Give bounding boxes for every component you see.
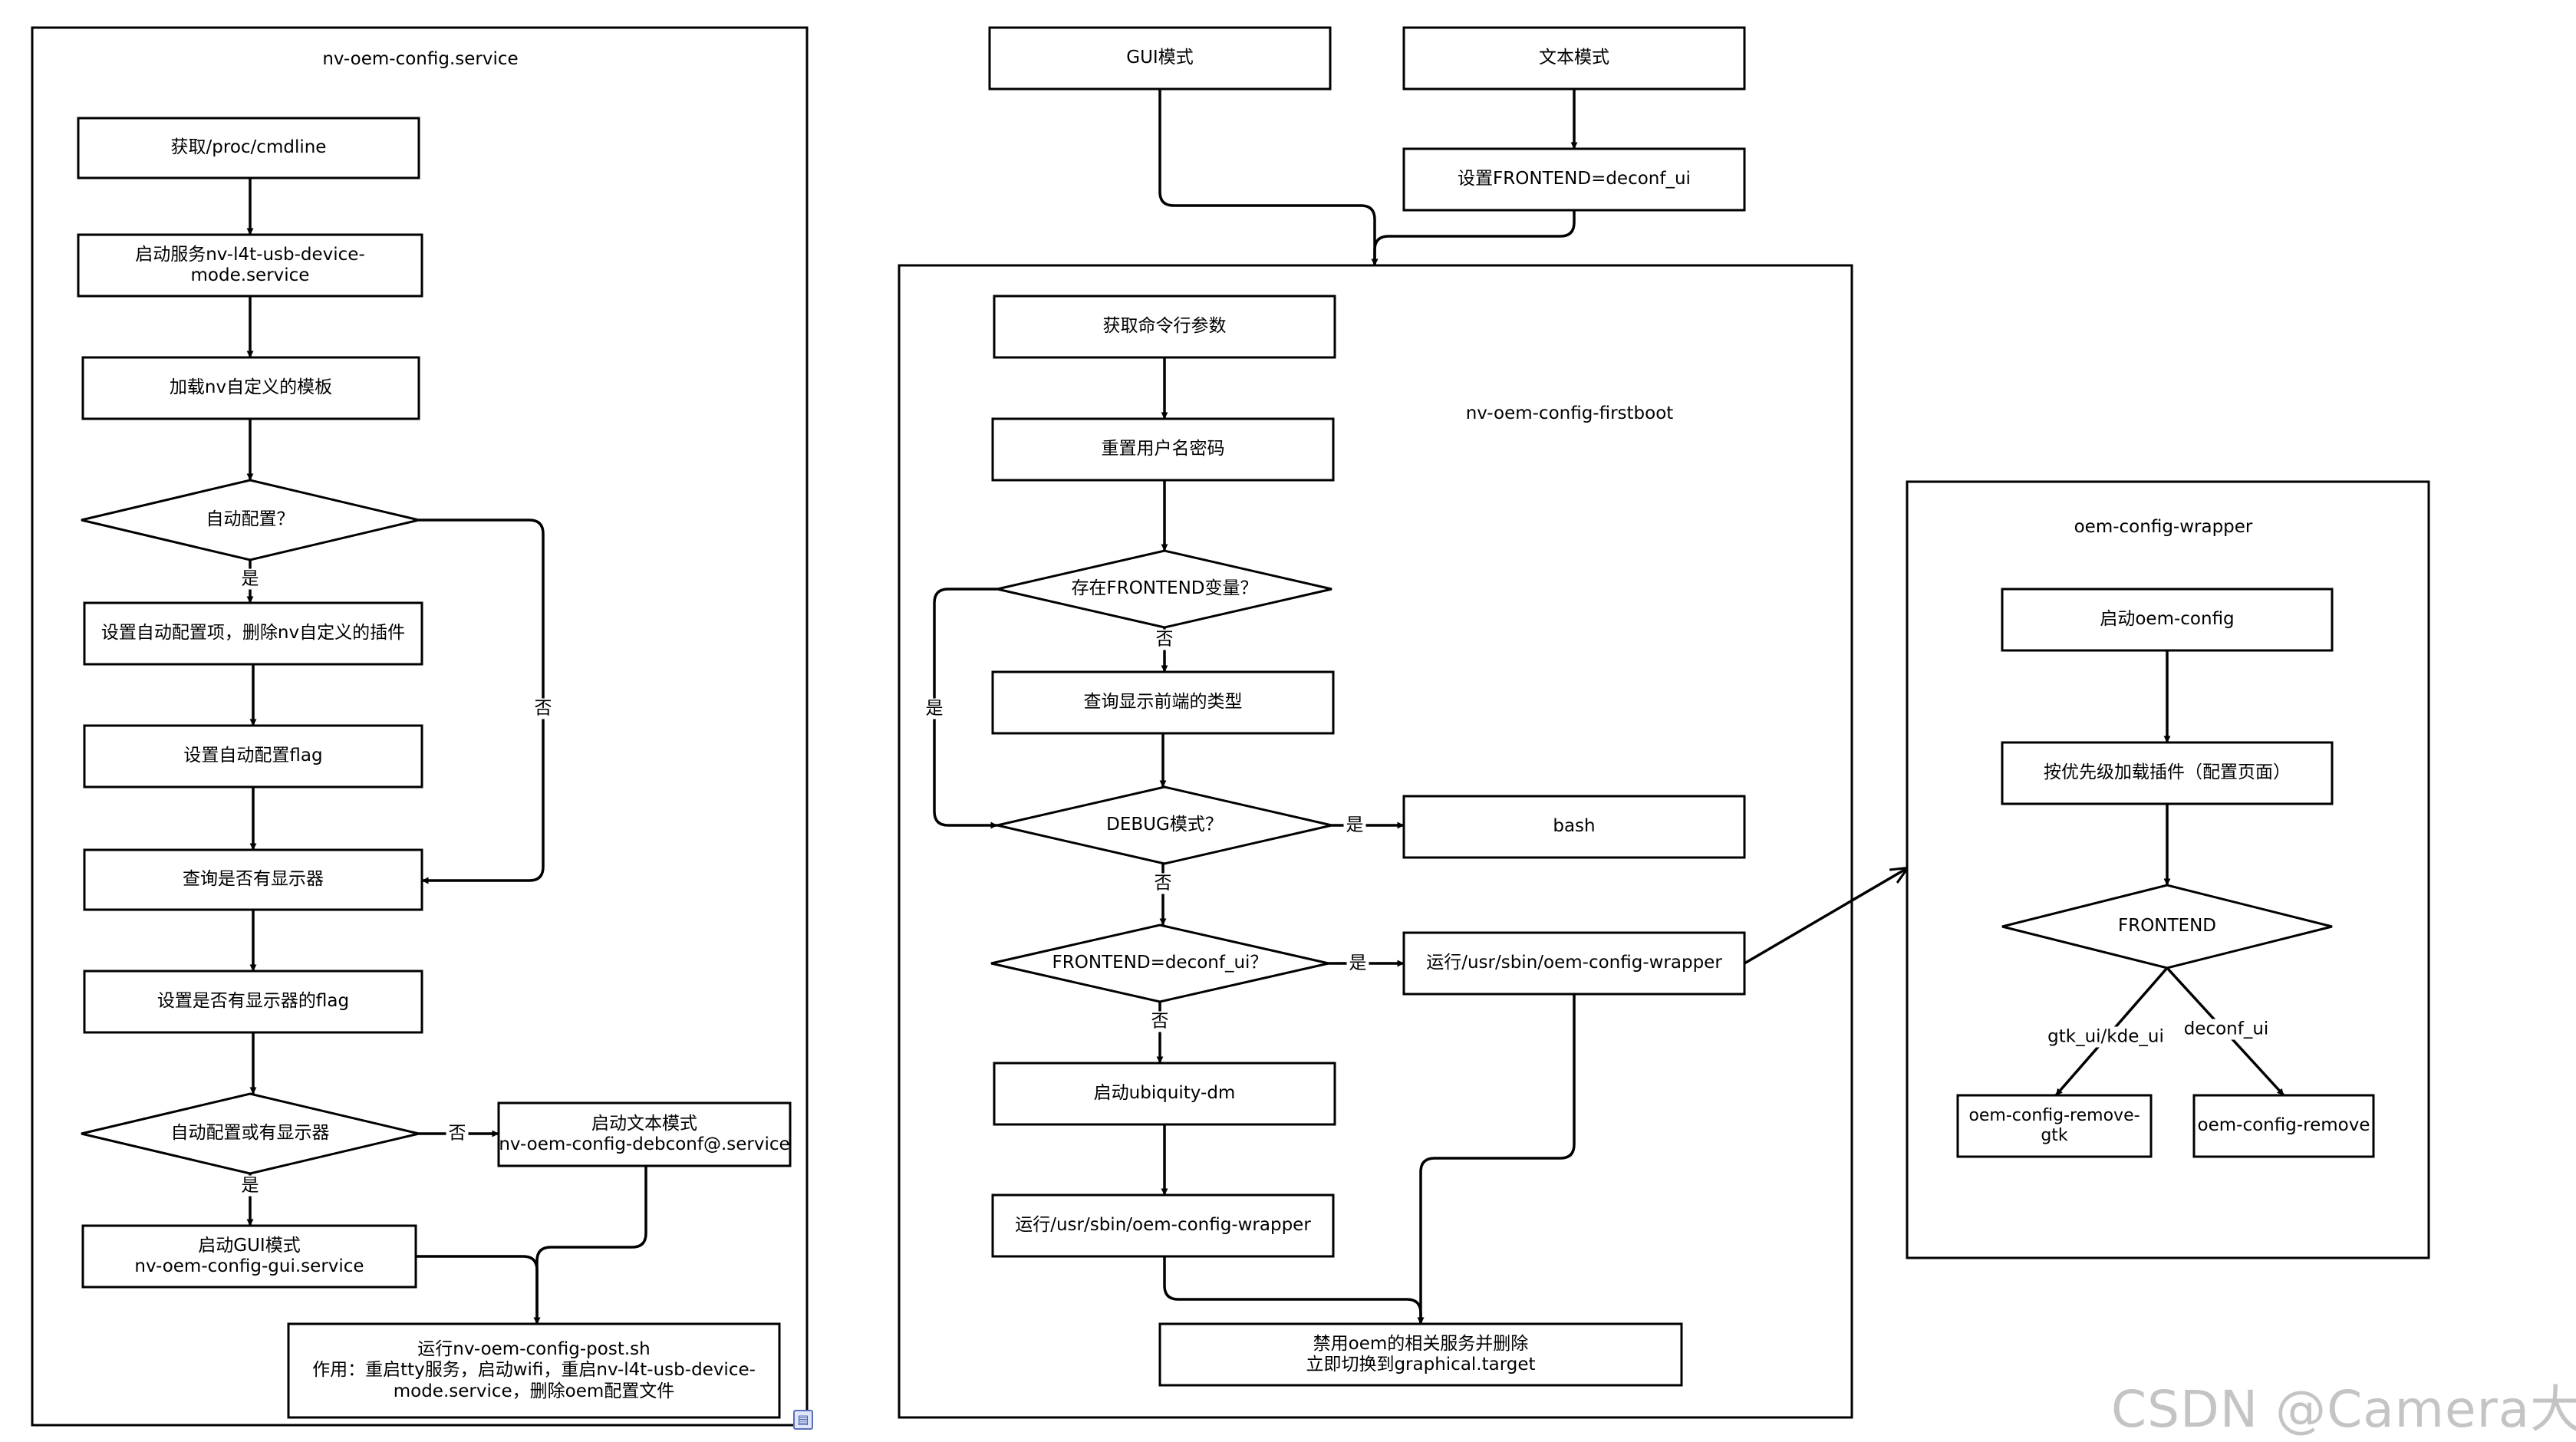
node-set-frontend-box <box>1402 147 1746 212</box>
edge-autoq-no <box>419 519 545 884</box>
container-service-title: nv-oem-config.service <box>322 49 519 69</box>
edge-label-deconf-ui: deconf_ui <box>2181 1019 2271 1040</box>
node-set-display-flag-box <box>83 970 423 1034</box>
node-load-template-box <box>81 356 420 420</box>
node-start-text-mode-box <box>497 1101 792 1167</box>
edge-gui-mode-to-firstboot <box>1158 89 1379 266</box>
node-remove-gtk-box <box>1956 1094 2153 1158</box>
edge-label-deconf-yes: 是 <box>1346 953 1369 974</box>
canvas-resize-handle-icon[interactable]: ▤ <box>793 1410 813 1430</box>
node-set-auto-flag-box <box>83 724 423 788</box>
node-debug-q-shape <box>996 785 1332 865</box>
node-start-ubiquity-box <box>993 1062 1336 1126</box>
edge-wrapper-to-container <box>1744 868 1907 965</box>
edge-label-auto-no: 否 <box>532 698 555 719</box>
node-start-oem-config-box <box>2001 588 2334 652</box>
edge-label-deconf-no: 否 <box>1148 1011 1171 1032</box>
edge-label-frontend-var-no: 否 <box>1153 629 1176 650</box>
node-get-args-box <box>993 295 1336 359</box>
node-load-plugins-box <box>2001 741 2334 805</box>
edge-text-to-post <box>533 1166 647 1325</box>
edge-gui-to-post <box>416 1255 541 1325</box>
watermark: CSDN @Camera大佬 <box>2111 1380 2576 1439</box>
node-text-mode-box <box>1402 26 1746 91</box>
node-query-display-box <box>83 848 423 911</box>
edge-label-auto-yes: 是 <box>239 568 262 590</box>
edge-wrapperleft-to-disable <box>1163 1256 1425 1325</box>
node-bash-box <box>1402 795 1746 859</box>
edge-label-debug-no: 否 <box>1151 873 1174 894</box>
node-get-cmdline-box <box>77 117 420 179</box>
edge-label-frontend-var-yes: 是 <box>923 698 946 719</box>
node-run-wrapper-left-box <box>991 1193 1335 1258</box>
edge-label-display-no: 否 <box>446 1123 469 1144</box>
node-gui-mode-box <box>988 26 1332 91</box>
node-frontend-q-shape <box>2001 884 2333 970</box>
edge-label-gtk-kde: gtk_ui/kde_ui <box>2045 1026 2166 1048</box>
node-query-frontend-type-box <box>991 670 1335 735</box>
container-firstboot-title: nv-oem-config-firstboot <box>1465 403 1674 423</box>
node-run-post-box <box>287 1322 781 1419</box>
container-service <box>31 26 809 1427</box>
node-set-auto-config-box <box>83 601 423 666</box>
node-auto-or-display-q-shape <box>81 1092 420 1175</box>
edge-label-display-yes: 是 <box>239 1175 262 1197</box>
node-start-usb-mode-box <box>77 233 423 298</box>
edge-setfrontend-to-firstboot <box>1371 210 1576 266</box>
node-reset-user-box <box>991 417 1335 482</box>
node-frontend-var-q-shape <box>996 549 1332 629</box>
node-disable-oem-box <box>1158 1322 1683 1387</box>
edge-wrapperright-to-disable <box>1417 994 1576 1325</box>
node-start-gui-mode-box <box>81 1224 417 1289</box>
edge-label-debug-yes: 是 <box>1343 815 1366 836</box>
node-remove-box <box>2192 1094 2375 1158</box>
node-frontend-deconf-q-shape <box>990 923 1329 1003</box>
node-run-wrapper-right-box <box>1402 931 1746 996</box>
container-wrapper-title: oem-config-wrapper <box>2074 517 2253 537</box>
node-auto-config-q-shape <box>81 479 420 561</box>
